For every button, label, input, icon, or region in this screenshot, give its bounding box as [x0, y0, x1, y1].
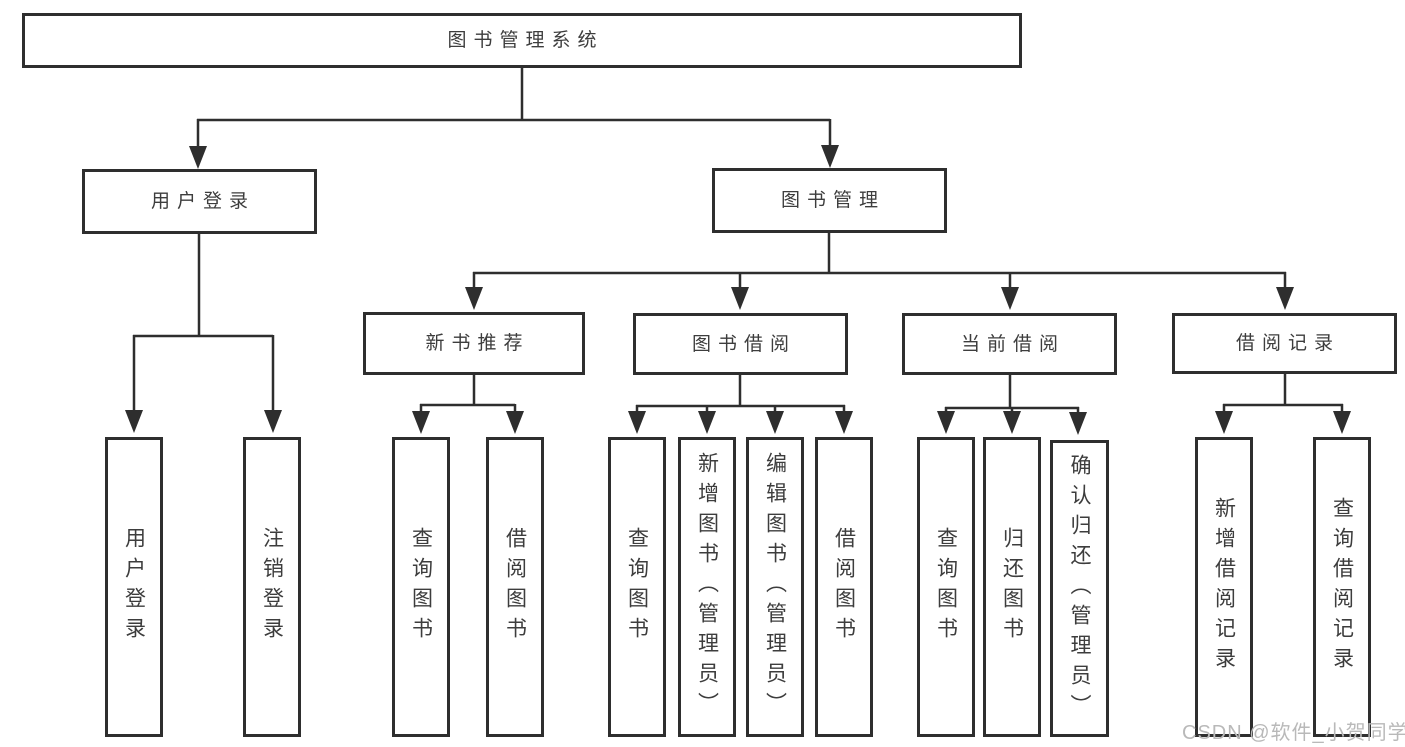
node-current-borrow: 当前借阅: [902, 313, 1117, 375]
leaf-borrow-books-recommend: 借阅图书: [486, 437, 544, 737]
leaf-query-books-recommend: 查询图书: [392, 437, 450, 737]
connector-book-management-branch: [465, 233, 1294, 310]
leaf-query-borrow-record: 查询借阅记录: [1313, 437, 1371, 737]
leaf-add-books-admin: 新增图书（管理员）: [678, 437, 736, 737]
node-book-management: 图书管理: [712, 168, 947, 233]
leaf-query-books-borrow: 查询图书: [608, 437, 666, 737]
leaf-edit-books-admin: 编辑图书（管理员）: [746, 437, 804, 737]
leaf-return-books: 归还图书: [983, 437, 1041, 737]
connector-user-login-branch: [125, 234, 282, 433]
csdn-watermark: CSDN @软件_小贺同学: [1182, 722, 1405, 744]
leaf-query-books-current: 查询图书: [917, 437, 975, 737]
connector-root-branch: [189, 68, 839, 169]
leaf-add-borrow-record: 新增借阅记录: [1195, 437, 1253, 737]
node-user-login: 用户登录: [82, 169, 317, 234]
node-library-system: 图书管理系统: [22, 13, 1022, 68]
connector-current-borrow-branch: [937, 375, 1087, 435]
connector-borrow-records-branch: [1215, 374, 1351, 434]
node-book-borrow: 图书借阅: [633, 313, 848, 375]
leaf-logout: 注销登录: [243, 437, 301, 737]
connector-new-book-branch: [412, 375, 524, 434]
node-borrow-records: 借阅记录: [1172, 313, 1397, 374]
connector-book-borrow-branch: [628, 375, 853, 434]
leaf-borrow-books: 借阅图书: [815, 437, 873, 737]
leaf-user-login: 用户登录: [105, 437, 163, 737]
leaf-confirm-return-admin: 确认归还（管理员）: [1050, 440, 1109, 737]
node-new-book-recommend: 新书推荐: [363, 312, 585, 375]
